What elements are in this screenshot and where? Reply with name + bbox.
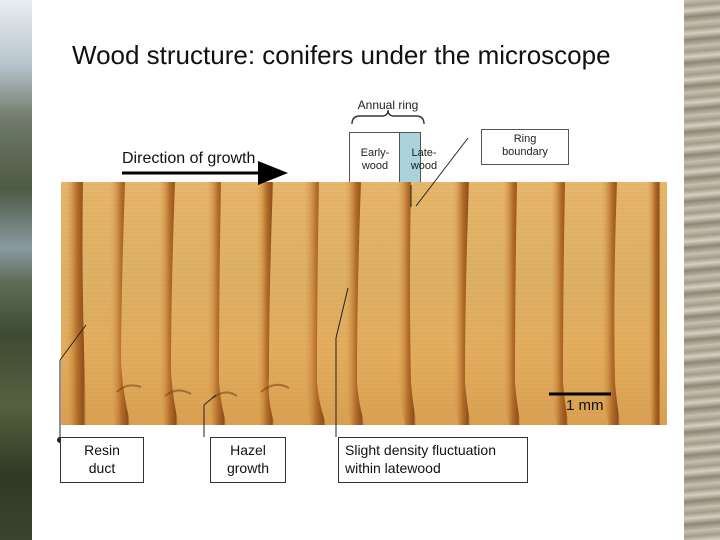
density-callout: Slight density fluctuation within latewo…: [338, 437, 528, 483]
annual-ring-label: Annual ring: [357, 98, 419, 112]
latewood-label: Late- wood: [410, 147, 438, 172]
ring-boundary-box: [481, 129, 569, 165]
hazel-growth-callout: Hazel growth: [210, 437, 286, 483]
page-title: Wood structure: conifers under the micro…: [72, 40, 611, 70]
ring-boundary-leader-line: [415, 137, 469, 207]
wood-rings-texture: [61, 182, 667, 425]
direction-of-growth-label: Direction of growth: [122, 150, 256, 167]
wood-microscope-image: [61, 182, 667, 425]
right-background-photo: [684, 0, 720, 540]
ring-boundary-label: Ring boundary: [502, 133, 548, 158]
earlywood-label: Early- wood: [360, 147, 390, 172]
resin-duct-callout: Resin duct: [60, 437, 144, 483]
left-background-photo: [0, 0, 32, 540]
scale-label: 1 mm: [566, 397, 604, 414]
